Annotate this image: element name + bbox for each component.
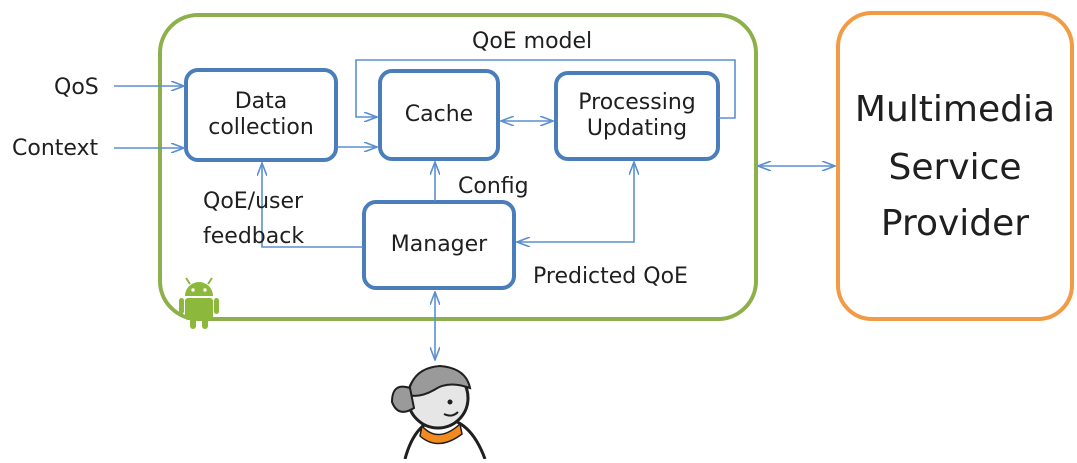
data-collection-box	[184, 68, 338, 162]
provider-box	[836, 11, 1074, 321]
manager-label: Manager	[390, 231, 488, 257]
provider-label-line1: Multimedia	[854, 89, 1056, 130]
provider-label-line3: Provider	[880, 203, 1030, 244]
data-collection-label-line2: collection	[208, 115, 314, 140]
predicted-qoe-label: Predicted QoE	[533, 264, 688, 289]
data-collection-label-line1: Data	[234, 88, 288, 114]
manager-box	[362, 200, 516, 290]
config-label: Config	[458, 174, 529, 199]
cache-label: Cache	[404, 101, 474, 127]
android-icon	[179, 277, 219, 329]
feedback-arrow	[262, 163, 363, 248]
qos-label: QoS	[54, 75, 99, 100]
processing-label: Processing Updating	[558, 75, 716, 157]
qoe-model-label: QoE model	[472, 29, 593, 54]
data-collection-label: Data collection	[188, 72, 334, 158]
feedback-label-line2: feedback	[203, 224, 305, 249]
user-avatar-icon	[390, 364, 487, 460]
processing-label-line1: Processing	[578, 89, 696, 115]
processing-box	[554, 71, 720, 161]
qoe-model-loop-arrow	[355, 59, 736, 118]
cache-box	[378, 69, 500, 161]
processing-label-line2: Updating	[586, 116, 688, 141]
feedback-label-line1: QoE/user	[203, 189, 304, 214]
context-label: Context	[12, 136, 99, 161]
provider-label-line2: Service	[888, 147, 1022, 188]
predicted-qoe-arrow	[517, 162, 634, 242]
device-container	[158, 13, 758, 321]
